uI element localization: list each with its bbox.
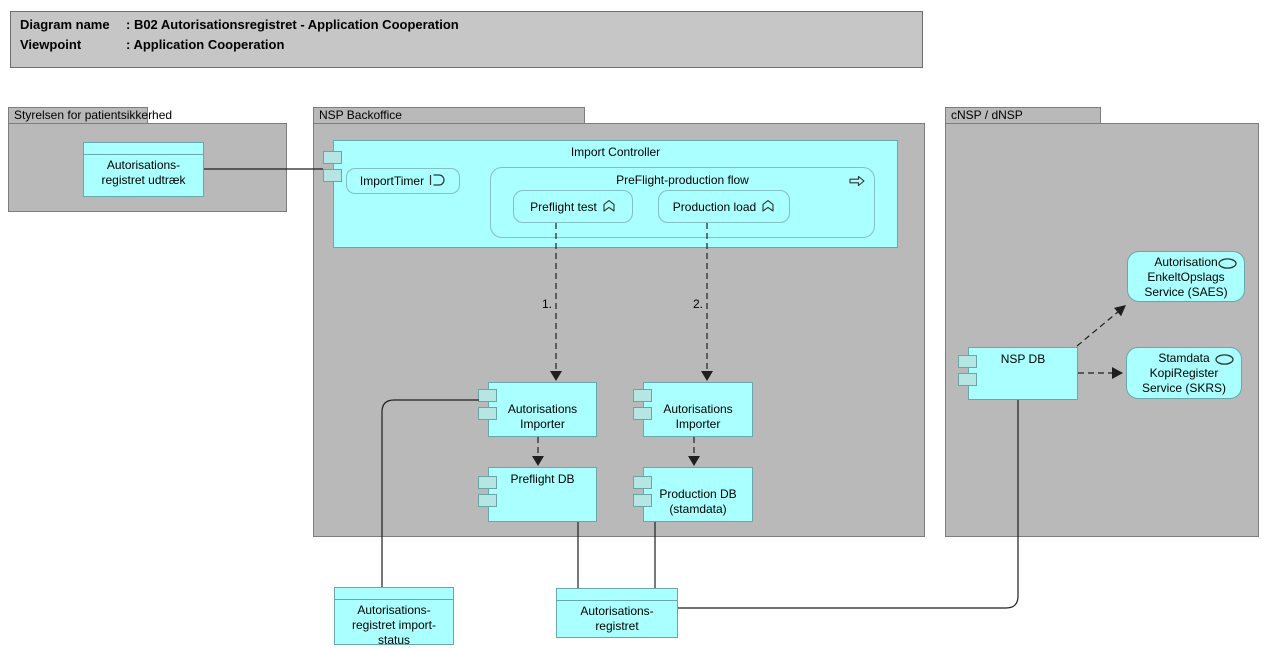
component-port[interactable] [478, 476, 497, 489]
component-port[interactable] [633, 389, 652, 402]
node-production-db[interactable]: Production DB (stamdata) [643, 467, 753, 522]
artifact-strip [335, 588, 453, 600]
node-production-load[interactable]: Production load [658, 190, 790, 223]
group-label-nsp-backoffice: NSP Backoffice [319, 108, 402, 122]
event-icon [429, 173, 446, 189]
diagram-title-box: Diagram name : B02 Autorisationsregistret… [10, 11, 923, 68]
node-saes-service[interactable]: Autorisation EnkeltOpslags Service (SAES… [1127, 251, 1245, 302]
component-port[interactable] [478, 494, 497, 507]
flow-step-2-label: 2. [692, 297, 703, 311]
component-port[interactable] [633, 476, 652, 489]
node-label: Production DB (stamdata) [659, 487, 737, 516]
node-nsp-db[interactable]: NSP DB [968, 347, 1078, 400]
node-label: Production load [672, 199, 757, 214]
group-tab-nsp-backoffice[interactable]: NSP Backoffice [313, 107, 585, 123]
component-port[interactable] [633, 494, 652, 507]
function-icon [761, 199, 775, 215]
node-autorisations-importer-right[interactable]: Autorisations Importer [643, 382, 753, 437]
node-label: Stamdata KopiRegister Service (SKRS) [1141, 351, 1227, 395]
function-icon [602, 199, 616, 215]
node-autorisations-importer-left[interactable]: Autorisations Importer [488, 382, 597, 437]
node-label: Autorisations Importer [663, 402, 733, 431]
node-label: Autorisations- registret udtræk [101, 158, 186, 187]
group-tab-cnsp[interactable]: cNSP / dNSP [945, 107, 1101, 123]
node-preflight-db[interactable]: Preflight DB [488, 467, 597, 522]
diagram-name-value: : B02 Autorisationsregistret - Applicati… [126, 17, 459, 32]
viewpoint-label: Viewpoint [20, 37, 82, 52]
node-import-timer[interactable]: ImportTimer [346, 168, 460, 194]
artifact-strip [557, 589, 677, 601]
node-label: Preflight DB [510, 472, 575, 486]
viewpoint-line: Viewpoint : Application Cooperation [20, 35, 922, 55]
component-port[interactable] [958, 373, 977, 386]
node-label: Autorisation EnkeltOpslags Service (SAES… [1144, 255, 1228, 299]
node-label: ImportTimer [359, 174, 425, 188]
diagram-name-label: Diagram name [20, 17, 110, 32]
node-label: Autorisations Importer [507, 402, 578, 431]
diagram-name-line: Diagram name : B02 Autorisationsregistret… [20, 15, 922, 35]
component-port[interactable] [478, 389, 497, 402]
group-label-styrelsen: Styrelsen for patientsikkerhed [14, 108, 173, 122]
node-autorisationsregistret[interactable]: Autorisations- registret [556, 588, 678, 638]
node-autorisationsregistret-udtraek[interactable]: Autorisations- registret udtræk [83, 142, 204, 197]
artifact-strip [84, 143, 203, 155]
process-icon [849, 175, 865, 190]
component-port[interactable] [633, 407, 652, 420]
component-port[interactable] [478, 407, 497, 420]
component-port[interactable] [323, 151, 342, 164]
component-port[interactable] [323, 169, 342, 182]
service-icon [1215, 354, 1234, 369]
node-label: Preflight test [530, 199, 597, 214]
node-label: PreFlight-production flow [616, 173, 749, 187]
node-label: Autorisations- registret import- status [351, 603, 437, 647]
flow-step-1-label: 1. [541, 297, 552, 311]
group-body-cnsp[interactable] [945, 123, 1259, 537]
viewpoint-value: : Application Cooperation [126, 37, 285, 52]
node-label: Autorisations- registret [580, 604, 654, 633]
node-skrs-service[interactable]: Stamdata KopiRegister Service (SKRS) [1126, 347, 1242, 399]
node-label: Import Controller [570, 145, 661, 159]
node-preflight-test[interactable]: Preflight test [513, 190, 633, 223]
component-port[interactable] [958, 355, 977, 368]
node-autorisationsregistret-import-status[interactable]: Autorisations- registret import- status [334, 587, 454, 647]
group-label-cnsp: cNSP / dNSP [951, 108, 1023, 122]
service-icon [1218, 258, 1237, 273]
node-label: NSP DB [1000, 352, 1046, 366]
group-tab-styrelsen[interactable]: Styrelsen for patientsikkerhed [8, 107, 172, 123]
